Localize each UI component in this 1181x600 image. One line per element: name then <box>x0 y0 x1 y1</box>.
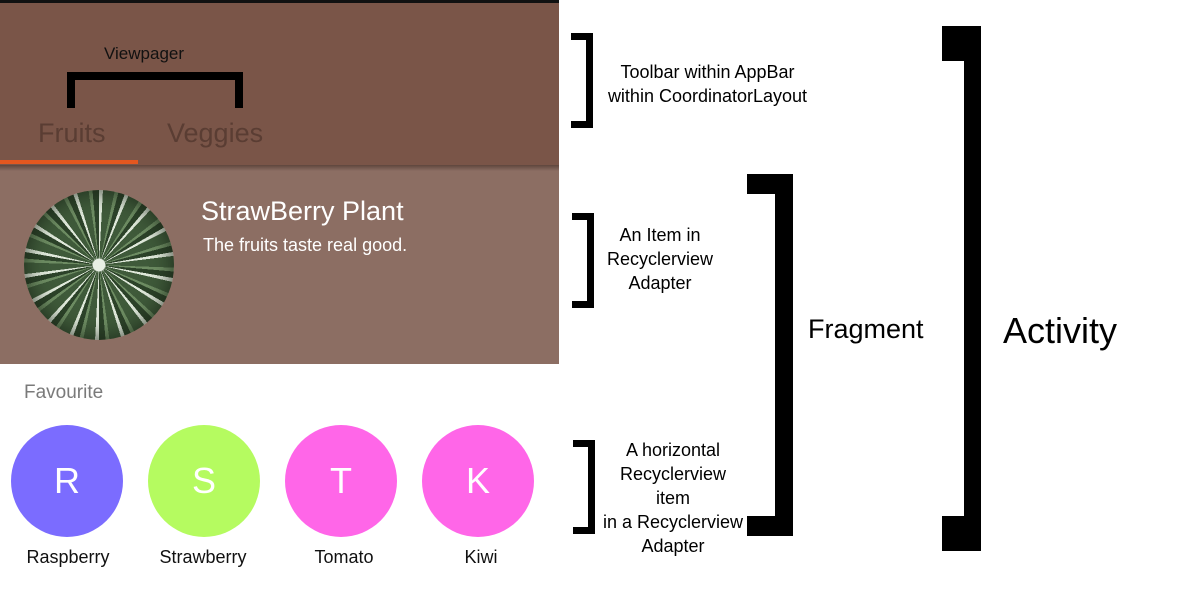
plant-image <box>24 190 174 340</box>
activity-label: Activity <box>1003 310 1118 351</box>
annotation-line: Adapter <box>628 273 692 293</box>
top-edge <box>0 0 559 3</box>
avatar-kiwi[interactable]: K <box>422 425 534 537</box>
avatar-label-strawberry: Strawberry <box>159 547 247 567</box>
viewpager-bracket <box>67 72 243 108</box>
favourite-heading: Favourite <box>24 382 104 403</box>
annotation-line: in a Recyclerview <box>602 512 744 532</box>
avatar-initial: S <box>191 460 216 501</box>
viewpager-label: Viewpager <box>104 44 185 63</box>
avatar-initial: T <box>330 460 352 501</box>
annotation-line: Adapter <box>641 536 705 556</box>
fragment-bracket <box>747 174 793 536</box>
avatar-tomato[interactable]: T <box>285 425 397 537</box>
annotation-line: within CoordinatorLayout <box>607 86 808 106</box>
tab-veggies[interactable]: Veggies <box>167 118 264 148</box>
tab-fruits[interactable]: Fruits <box>38 118 106 148</box>
annotation-line: Toolbar within AppBar <box>620 62 795 82</box>
item-annotation: An Item in Recyclerview Adapter <box>595 223 725 295</box>
avatar-label-tomato: Tomato <box>314 547 374 567</box>
annotation-line: An Item in <box>619 225 701 245</box>
avatar-strawberry[interactable]: S <box>148 425 260 537</box>
avatar-initial: R <box>54 460 80 501</box>
tab-indicator <box>0 160 138 164</box>
item-title: StrawBerry Plant <box>201 196 404 226</box>
annotation-line: Recyclerview <box>619 464 727 484</box>
avatar-label-raspberry: Raspberry <box>26 547 110 567</box>
avatar-label-kiwi: Kiwi <box>464 547 498 567</box>
app-bar <box>0 3 559 165</box>
appbar-shadow <box>0 165 559 171</box>
avatar-raspberry[interactable]: R <box>11 425 123 537</box>
horizontal-annotation: A horizontal Recyclerview item in a Recy… <box>593 438 753 558</box>
annotation-line: A horizontal <box>625 440 721 460</box>
toolbar-bracket <box>571 33 593 128</box>
activity-bracket <box>942 26 981 551</box>
annotation-line: item <box>655 488 690 508</box>
item-bracket <box>572 213 594 308</box>
item-subtitle: The fruits taste real good. <box>203 235 408 255</box>
annotation-line: Recyclerview <box>606 249 714 269</box>
horizontal-bracket <box>573 440 595 534</box>
toolbar-annotation: Toolbar within AppBar within Coordinator… <box>590 60 825 108</box>
fragment-label: Fragment <box>808 314 924 344</box>
avatar-initial: K <box>465 460 490 501</box>
